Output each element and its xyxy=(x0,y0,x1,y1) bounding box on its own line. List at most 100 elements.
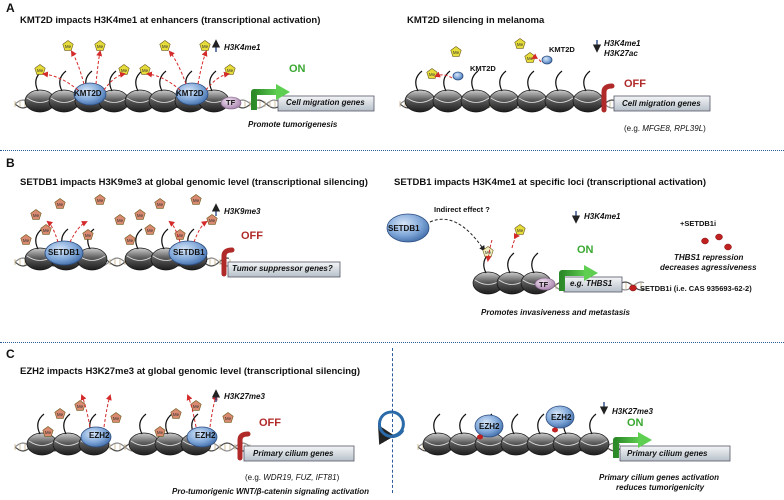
panel-c-right-caption-2: reduces tumorigenicity xyxy=(616,483,705,492)
panel-c-right-enzyme-1: EZH2 xyxy=(479,422,500,431)
histone-tail xyxy=(109,70,117,92)
methyl-label: Me xyxy=(209,218,216,223)
panel-a-left-caption: Promote tumorigenesis xyxy=(248,120,338,129)
methyl-mark: Me xyxy=(124,234,136,245)
nucleosome-core xyxy=(432,89,464,113)
panel-b-right-caption: Promotes invasiveness and metastasis xyxy=(481,308,630,317)
histone-tail xyxy=(37,413,45,435)
methyl-pentagon xyxy=(74,400,86,411)
methyl-label: Me xyxy=(43,228,50,233)
methyl-label: Me xyxy=(147,228,154,233)
promoter-off xyxy=(601,83,615,113)
panel-a-right-mark-2: H3K27ac xyxy=(604,49,638,58)
methyl-mark: Me xyxy=(30,209,42,220)
enzyme-bubble xyxy=(168,240,208,266)
methyl-mark: Me xyxy=(159,40,171,51)
nucleosome xyxy=(26,413,58,456)
enzyme-bubble xyxy=(452,71,464,81)
nucleosome xyxy=(488,70,520,113)
methyl-label: Me xyxy=(65,44,72,49)
demethylation-arrow xyxy=(434,71,453,79)
nucleosome xyxy=(448,413,480,456)
nucleosome xyxy=(500,413,532,456)
nucleosome xyxy=(52,413,84,456)
histone-tail xyxy=(135,70,143,92)
methyl-label: Me xyxy=(162,44,169,49)
nucleosome-core xyxy=(128,432,160,456)
panel-b-left-gene-box: Tumor suppressor genes? xyxy=(232,264,333,273)
panel-b-right-mark: H3K4me1 xyxy=(584,212,621,221)
nucleosome-wrap xyxy=(574,97,602,103)
histone-tail xyxy=(471,70,479,92)
methyl-pentagon xyxy=(110,412,122,423)
histone-tail xyxy=(433,413,441,435)
nucleosome-core xyxy=(488,89,520,113)
methyl-mark: Me xyxy=(154,426,166,437)
methyl-mark: Me xyxy=(222,412,234,423)
histone-tail xyxy=(537,413,545,435)
promoter-arrow-on xyxy=(251,89,278,110)
methyl-label: Me xyxy=(97,198,104,203)
demethylation-arrow xyxy=(531,53,542,63)
enzyme-bubble xyxy=(80,426,112,448)
methyl-label: Me xyxy=(157,430,164,435)
ezh2-bubble xyxy=(545,405,575,429)
panel-b-left-mark: H3K9me3 xyxy=(224,207,261,216)
panel-b-right-repression: THBS1 repression xyxy=(674,253,744,262)
catalysis-arrow xyxy=(46,220,59,243)
methyl-label: Me xyxy=(429,72,436,77)
catalysis-arrow xyxy=(42,71,79,91)
methyl-label: Me xyxy=(177,233,184,238)
catalysis-arrow xyxy=(80,394,91,428)
nucleosome xyxy=(128,413,160,456)
panel-b-right-title: SETDB1 impacts H3K4me1 at specific loci … xyxy=(394,177,707,188)
methyl-pentagon xyxy=(154,426,166,437)
methyl-label: Me xyxy=(527,56,534,61)
methyl-pentagon xyxy=(124,234,136,245)
catalysis-arrow xyxy=(193,220,208,243)
panel-a-left-gene-box: Cell migration genes xyxy=(286,98,365,107)
methyl-label: Me xyxy=(453,50,460,55)
histone-tail xyxy=(63,413,71,435)
methyl-mark: Me xyxy=(170,408,182,419)
methyl-mark: Me xyxy=(62,40,74,51)
histone-tail xyxy=(139,413,147,435)
methyl-label: Me xyxy=(173,412,180,417)
methyl-label: Me xyxy=(37,68,44,73)
nucleosome-core xyxy=(552,432,584,456)
methyl-label: Me xyxy=(517,42,524,47)
methyl-label: Me xyxy=(45,430,52,435)
histone-tail xyxy=(135,228,143,250)
methyl-mark: Me xyxy=(190,194,202,205)
nucleosome xyxy=(496,252,528,295)
panel-b-left-title: SETDB1 impacts H3K9me3 at global genomic… xyxy=(20,177,368,188)
methyl-pentagon xyxy=(514,38,526,49)
panel-c-right-caption-1: Primary cilium genes activation xyxy=(599,473,720,482)
panel-a-left-mark: H3K4me1 xyxy=(224,43,261,52)
histone-tail xyxy=(161,228,169,250)
methyl-pentagon xyxy=(54,198,66,209)
methyl-mark: Me xyxy=(20,234,32,245)
methyl-pentagon xyxy=(170,408,182,419)
inhibitor-legend-dot xyxy=(629,284,637,292)
panel-letter-b: B xyxy=(6,156,15,170)
methyl-label: Me xyxy=(33,213,40,218)
gene-box xyxy=(613,95,711,112)
methyl-pentagon xyxy=(144,224,156,235)
nucleosome xyxy=(572,70,604,113)
methyl-label: Me xyxy=(227,68,234,73)
histone-tail xyxy=(555,70,563,92)
methyl-pentagon xyxy=(82,229,94,240)
enzyme-bubble xyxy=(73,82,107,106)
histone-tail xyxy=(209,70,217,92)
methyl-mark: Me xyxy=(118,64,130,75)
enzyme-bubble xyxy=(175,82,209,106)
panel-letter-c: C xyxy=(6,347,15,361)
histone-tail xyxy=(531,252,539,274)
gene-box xyxy=(619,445,731,462)
panel-c-left-example: (e.g. WDR19, FUZ, IFT81) xyxy=(245,473,340,482)
catalysis-arrow xyxy=(103,394,112,428)
methyl-pentagon xyxy=(154,198,166,209)
histone-tail xyxy=(59,70,67,92)
